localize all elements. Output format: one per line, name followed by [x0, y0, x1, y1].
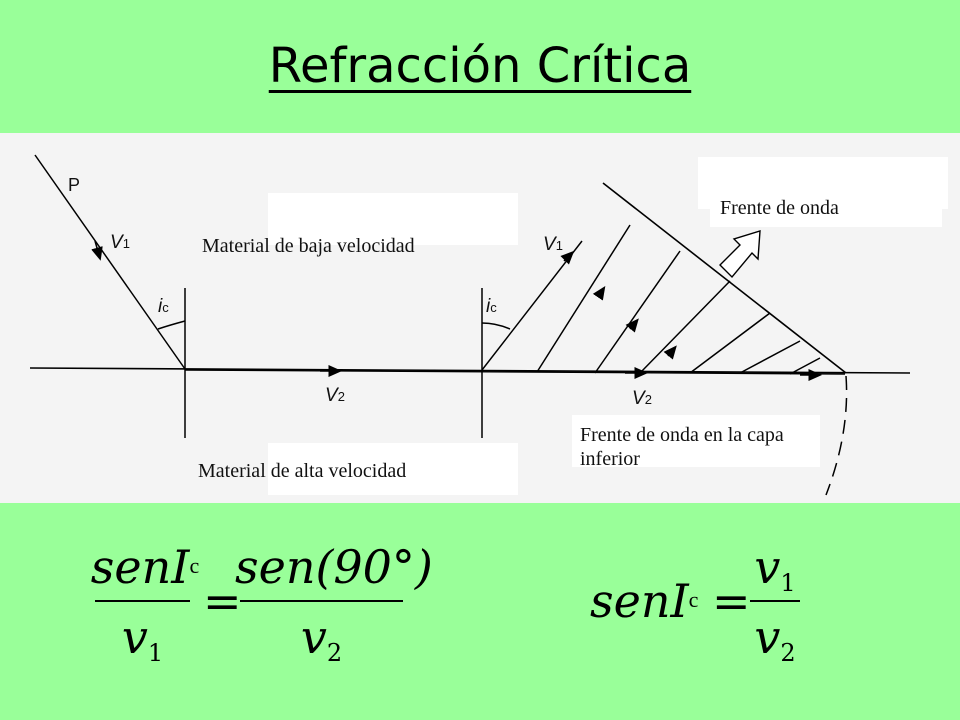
eq1-equals: =	[203, 574, 242, 628]
interface-line-thick	[184, 369, 846, 375]
incident-ray	[34, 154, 186, 370]
headwave-ray-3	[594, 250, 681, 374]
eq2-numerator: v1	[754, 540, 796, 597]
headwave-ray-4	[639, 280, 731, 374]
eq2-denominator: v2	[754, 610, 796, 667]
eq2-lhs: senIc	[590, 574, 699, 628]
eq2-fraction-bar	[750, 600, 800, 602]
headwave-arrow-1	[560, 250, 575, 265]
eq2-equals: =	[712, 574, 751, 628]
low-velocity-box	[268, 193, 518, 245]
wavefront-direction-arrow	[719, 230, 761, 279]
wavefront-label-bg	[710, 195, 942, 227]
label-v2-right: V2	[632, 388, 652, 409]
headwave-ray-6	[739, 340, 801, 374]
critical-refraction-diagram	[29, 154, 911, 496]
eq1-denominator-right: v2	[300, 610, 343, 667]
angle-arc-right	[481, 322, 511, 330]
eq1-numerator-right: sen(90°)	[235, 540, 433, 594]
incident-arrow	[91, 240, 103, 261]
lower-wavefront-box	[572, 415, 820, 467]
eq1-denominator-left: v1	[121, 610, 164, 667]
label-ic-right: ic	[486, 296, 497, 317]
wavefront-label: Frente de onda	[720, 197, 839, 219]
label-v2-left: V2	[325, 385, 345, 406]
headwave-arrow-4	[663, 345, 677, 360]
high-velocity-label: Material de alta velocidad	[198, 460, 407, 482]
low-velocity-label: Material de baja velocidad	[202, 235, 415, 257]
headwave-ray-7	[789, 357, 821, 375]
interface-line	[29, 367, 911, 374]
label-v1-right: V1	[543, 234, 563, 255]
eq1-fraction-bar-right	[240, 600, 403, 602]
eq1-fraction-bar-left	[95, 600, 190, 602]
lower-wavefront-label: Frente de onda en la capa inferior	[580, 424, 784, 470]
headwave-ray-5	[689, 312, 771, 374]
lower-wavefront-dashed	[825, 375, 848, 496]
page-title: Refracción Crítica	[268, 38, 692, 94]
angle-arc-left	[157, 320, 186, 330]
headwave-ray-1	[481, 240, 583, 371]
wavefront-line	[602, 182, 847, 374]
headwave-ray-2	[536, 224, 631, 373]
label-v1-left: V1	[110, 232, 130, 253]
label-p: P	[68, 175, 81, 195]
eq1-numerator-left: senIc	[90, 540, 200, 594]
high-velocity-box	[268, 443, 518, 495]
headwave-arrow-2	[592, 286, 606, 301]
headwave-arrow-3	[625, 318, 639, 333]
label-ic-left: ic	[158, 296, 169, 317]
